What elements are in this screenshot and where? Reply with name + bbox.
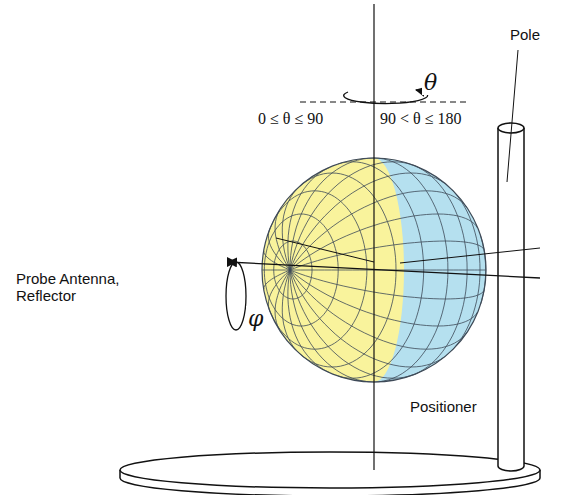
grid-line	[290, 214, 478, 270]
grid-line	[290, 191, 467, 270]
grid-line	[264, 251, 290, 270]
part-name: Positioner	[408, 398, 479, 415]
grid-line	[282, 270, 300, 354]
grid-line	[290, 270, 444, 367]
grid-line	[290, 162, 414, 270]
pole-cylinder	[498, 123, 524, 471]
phi-rotation-arrow	[226, 262, 236, 330]
grid-line	[275, 211, 290, 271]
grid-line	[290, 270, 467, 349]
phi-symbol: φ	[246, 306, 265, 331]
angle-range: 90 < θ ≤ 180	[378, 110, 463, 128]
leader-line	[507, 50, 518, 182]
angle-range: 0 ≤ θ ≤ 90	[256, 110, 325, 128]
reference-line	[300, 102, 468, 103]
grid-line	[290, 270, 414, 378]
positioner-base	[120, 452, 540, 495]
grid-line	[290, 173, 444, 270]
grid-line	[282, 186, 300, 270]
axis-line	[276, 238, 374, 262]
theta-symbol: θ	[422, 70, 439, 95]
grid-line	[290, 270, 484, 299]
grid-line	[290, 158, 374, 270]
grid-line	[264, 270, 290, 289]
grid-line	[288, 270, 329, 372]
grid-line	[262, 270, 290, 271]
phi-rotation-arrow	[236, 262, 246, 330]
part-name: Pole	[508, 26, 542, 43]
part-name: Probe Antenna, Reflector	[14, 270, 128, 304]
axis-line	[400, 248, 540, 263]
grid-line	[290, 241, 484, 270]
theta-axis	[373, 4, 374, 470]
theta-rotation-arrow	[344, 90, 428, 104]
grid-line	[288, 168, 329, 270]
probe-axis-arrow	[228, 262, 540, 278]
grid-line	[290, 270, 478, 326]
